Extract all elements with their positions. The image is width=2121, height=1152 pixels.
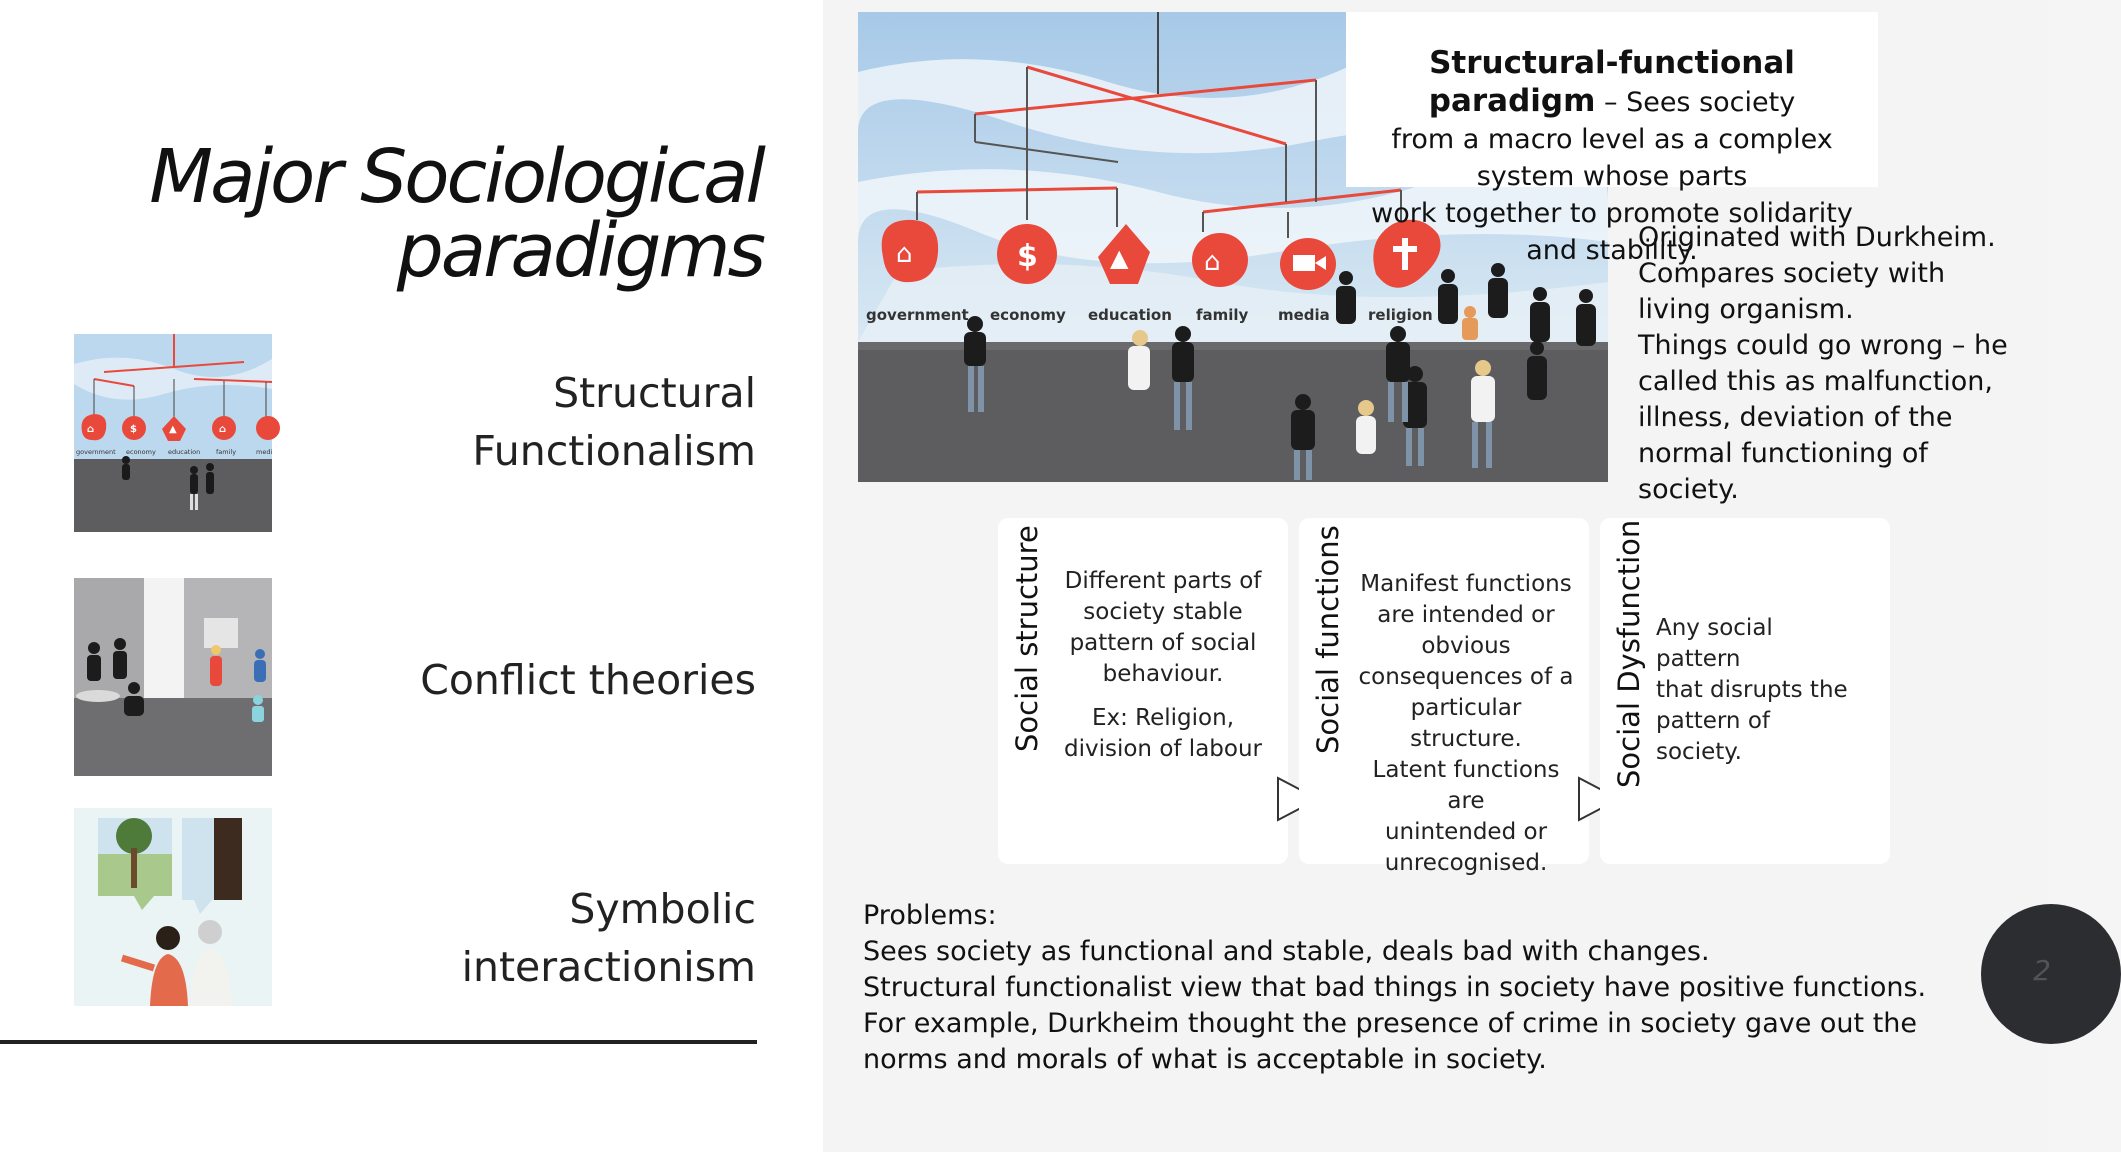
sf-term: Structural-functional paradigm — [1428, 45, 1795, 119]
dollar-icon: $ — [997, 224, 1057, 284]
problems-line-1: Sees society as functional and stable, d… — [863, 936, 1710, 967]
card-text-social-dysfunction: Any social pattern that disrupts the pat… — [1656, 613, 1856, 768]
card2-line: particular structure. — [1410, 695, 1522, 752]
problems-line-2: Structural functionalist view that bad t… — [863, 972, 1927, 1003]
card2-line: Manifest functions — [1360, 571, 1572, 597]
problems-heading: Problems: — [863, 900, 997, 931]
government-icon: ⌂ — [881, 219, 939, 283]
paradigm-1-line1: Structural — [553, 369, 756, 417]
durkheim-line-2: Compares society with living organism. — [1638, 258, 1946, 325]
mobile-label-government: government — [866, 306, 969, 324]
slide-title-line2: paradigms — [396, 208, 766, 294]
paradigm-symbolic-interactionism: Symbolic interactionism — [462, 880, 756, 996]
durkheim-notes: Originated with Durkheim. Compares socie… — [1638, 220, 2018, 508]
paradigm-structural-functionalism: Structural Functionalism — [472, 364, 756, 480]
svg-text:⌂: ⌂ — [896, 239, 913, 269]
mobile-label-religion: religion — [1368, 306, 1433, 324]
card3-line: Any social pattern — [1656, 615, 1773, 672]
svg-text:⌂: ⌂ — [1204, 247, 1221, 277]
thumb-label-education: education — [168, 448, 200, 456]
paradigm-conflict-theories: Conflict theories — [420, 651, 756, 709]
paradigm-3-line2: interactionism — [461, 943, 756, 991]
play-arrow-icon — [1277, 776, 1321, 822]
paradigm-2-line1: Conflict theories — [420, 656, 756, 704]
sf-line2: from a macro level as a complex system w… — [1391, 124, 1833, 192]
sf-line1: – Sees society — [1595, 87, 1796, 118]
graduation-cap-icon: ▲ — [1098, 224, 1150, 284]
card-text-social-structure: Different parts of society stable patter… — [1060, 566, 1266, 765]
conflict-theories-thumbnail — [74, 578, 272, 776]
card-title-social-structure: Social structure — [1010, 525, 1044, 752]
svg-text:▲: ▲ — [169, 424, 177, 435]
problems-line-3: For example, Durkheim thought the presen… — [863, 1008, 1918, 1075]
card2-line: obvious — [1421, 633, 1511, 659]
play-arrow-icon — [1578, 776, 1622, 822]
svg-text:⌂: ⌂ — [219, 424, 226, 435]
thumb-label-family: family — [216, 448, 236, 456]
card2-line: unintended or — [1384, 819, 1548, 845]
card2-line: unrecognised. — [1384, 850, 1548, 876]
card1-line: behaviour. — [1102, 661, 1224, 687]
page-number-badge — [1981, 904, 2121, 1044]
card2-line: are intended or — [1377, 602, 1555, 628]
page-number: 2 — [2033, 954, 2051, 987]
card2-line: Latent functions are — [1372, 757, 1560, 814]
paradigm-1-line2: Functionalism — [472, 427, 756, 475]
thumb-label-economy: economy — [126, 448, 156, 456]
card-social-functions: Social functions Manifest functions are … — [1299, 518, 1622, 876]
structural-functionalism-thumbnail: ⌂ $ ▲ ⌂ government economy education family… — [74, 334, 280, 532]
durkheim-line-3: Things could go wrong – he called this a… — [1638, 330, 2008, 505]
card-title-social-functions: Social functions — [1311, 525, 1345, 754]
paradigm-3-line1: Symbolic — [569, 885, 756, 933]
svg-text:$: $ — [1017, 239, 1038, 274]
card-social-dysfunction: Social Dysfunction Any social pattern th… — [1600, 518, 1890, 864]
durkheim-line-1: Originated with Durkheim. — [1638, 222, 1996, 253]
card3-line: pattern of society. — [1656, 708, 1770, 765]
video-camera-icon — [1280, 238, 1336, 290]
card1-line: society stable — [1083, 599, 1243, 625]
mobile-label-media: media — [1278, 306, 1330, 324]
card-title-social-dysfunction: Social Dysfunction — [1612, 519, 1646, 788]
problems-section: Problems: Sees society as functional and… — [863, 898, 1993, 1078]
svg-text:⌂: ⌂ — [87, 424, 94, 435]
slide-title-line1: Major Sociological — [149, 134, 766, 220]
mobile-label-education: education — [1088, 306, 1172, 324]
slide-title: Major Sociological paradigms — [149, 134, 766, 294]
symbolic-interactionism-thumbnail — [74, 808, 272, 1006]
svg-text:$: $ — [130, 424, 137, 435]
svg-text:▲: ▲ — [1110, 244, 1129, 272]
card1-line: pattern of social — [1069, 630, 1257, 656]
mobile-label-economy: economy — [990, 306, 1066, 324]
cross-icon — [1373, 219, 1441, 288]
mobile-label-family: family — [1196, 306, 1249, 324]
card1-example: Ex: Religion, — [1091, 705, 1235, 731]
structural-functional-definition: Structural-functional paradigm – Sees so… — [1346, 12, 1878, 266]
card2-line: consequences of a — [1358, 664, 1574, 690]
card-social-structure: Social structure Different parts of soci… — [998, 518, 1321, 864]
thumb-label-media: medi — [256, 448, 272, 456]
bottom-divider — [0, 1040, 757, 1044]
thumb-label-government: government — [76, 448, 116, 456]
card3-line: that disrupts the — [1656, 677, 1848, 703]
house-icon: ⌂ — [1192, 233, 1248, 287]
sf-line3: work together to promote solidarity and … — [1371, 198, 1853, 266]
card1-line: Different parts of — [1064, 568, 1262, 594]
card1-example: division of labour — [1064, 736, 1262, 762]
card-text-social-functions: Manifest functions are intended or obvio… — [1355, 569, 1577, 879]
